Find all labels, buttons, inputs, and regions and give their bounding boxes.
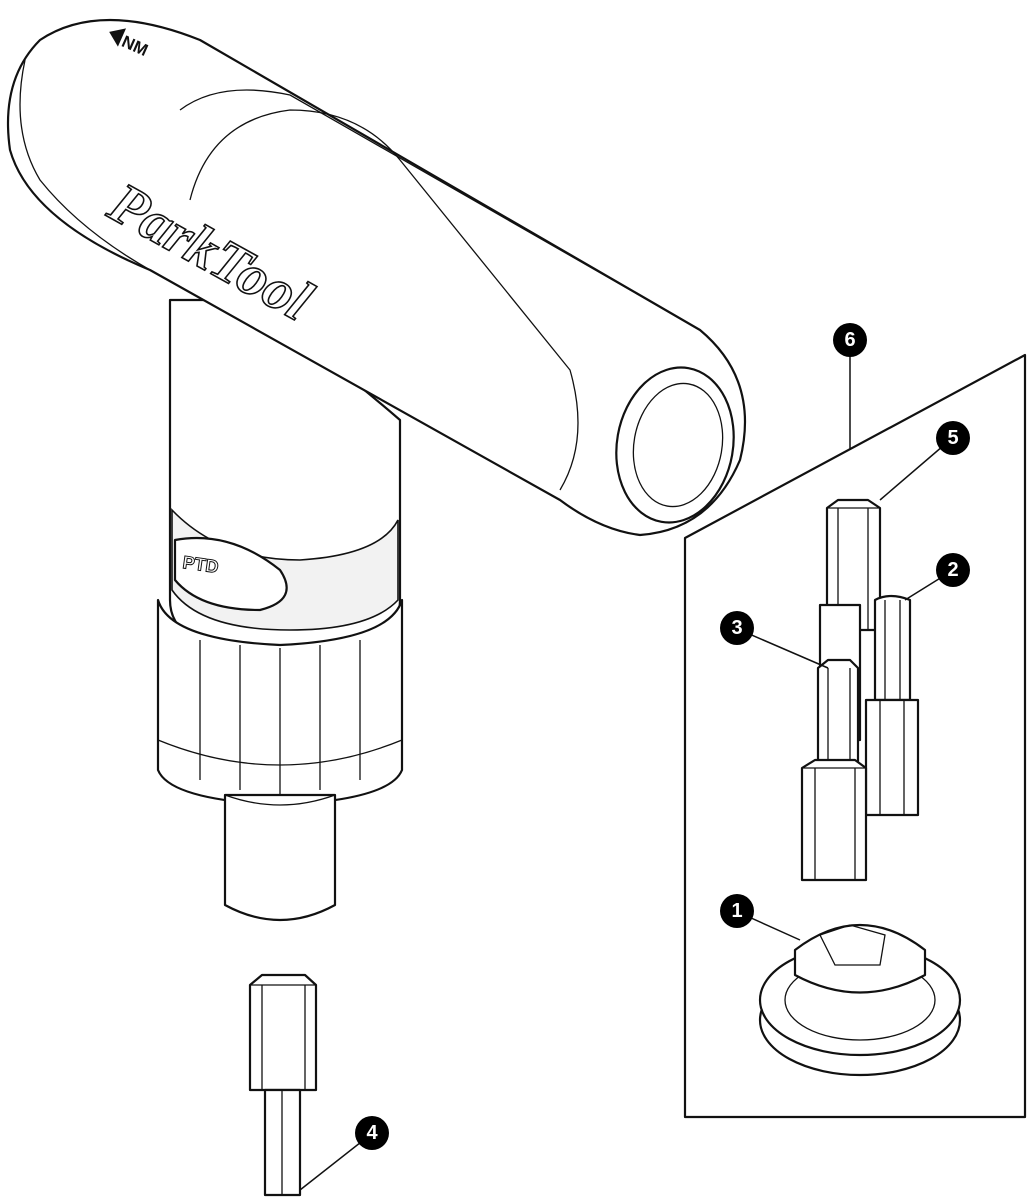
callout-5: 5	[936, 421, 970, 455]
callout-2: 2	[936, 553, 970, 587]
callout-4: 4	[355, 1116, 389, 1150]
spare-end-cap	[758, 924, 962, 1077]
svg-text:1: 1	[731, 900, 742, 922]
shaft-bit-holder	[223, 793, 337, 921]
svg-text:5: 5	[947, 427, 958, 449]
svg-text:6: 6	[844, 329, 855, 351]
tool-shaft: PTD	[168, 298, 402, 652]
installed-hex-bit	[248, 973, 318, 1197]
callout-6: 6	[833, 323, 867, 357]
callout-1: 1	[720, 894, 754, 928]
svg-text:3: 3	[731, 617, 742, 639]
svg-text:2: 2	[947, 559, 958, 581]
ptd-badge	[173, 536, 288, 612]
svg-text:4: 4	[366, 1122, 378, 1144]
spare-bit-3	[800, 658, 868, 882]
callout-3: 3	[720, 611, 754, 645]
adjustment-collar	[156, 598, 404, 807]
handle-end-cap	[615, 366, 735, 524]
